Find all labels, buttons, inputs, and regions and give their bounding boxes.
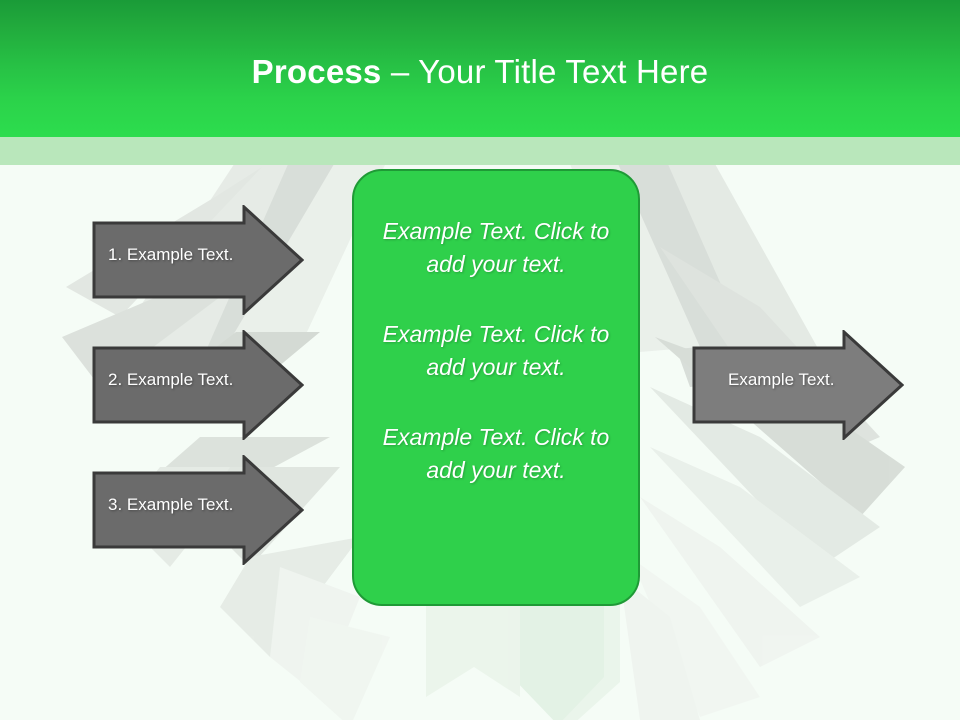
arrow-shape-icon xyxy=(92,330,304,440)
center-paragraph-2[interactable]: Example Text. Click to add your text. xyxy=(382,321,610,380)
input-arrow-2[interactable]: 2. Example Text. xyxy=(92,330,304,440)
arrow-shape-icon xyxy=(92,455,304,565)
arrow-shape-icon xyxy=(92,205,304,315)
center-paragraph-3[interactable]: Example Text. Click to add your text. xyxy=(382,424,610,483)
input-arrow-1[interactable]: 1. Example Text. xyxy=(92,205,304,315)
page-title: Process – Your Title Text Here xyxy=(0,52,960,92)
page-title-rest: – Your Title Text Here xyxy=(390,53,709,90)
center-content-box[interactable]: Example Text. Click to add your text. Ex… xyxy=(352,169,640,606)
input-arrow-3[interactable]: 3. Example Text. xyxy=(92,455,304,565)
header-banner xyxy=(0,0,960,137)
page-title-strong: Process xyxy=(251,53,391,90)
header-accent-band xyxy=(0,137,960,165)
center-paragraph-1[interactable]: Example Text. Click to add your text. xyxy=(382,218,610,277)
arrow-shape-icon xyxy=(692,330,904,440)
output-arrow[interactable]: Example Text. xyxy=(692,330,904,440)
